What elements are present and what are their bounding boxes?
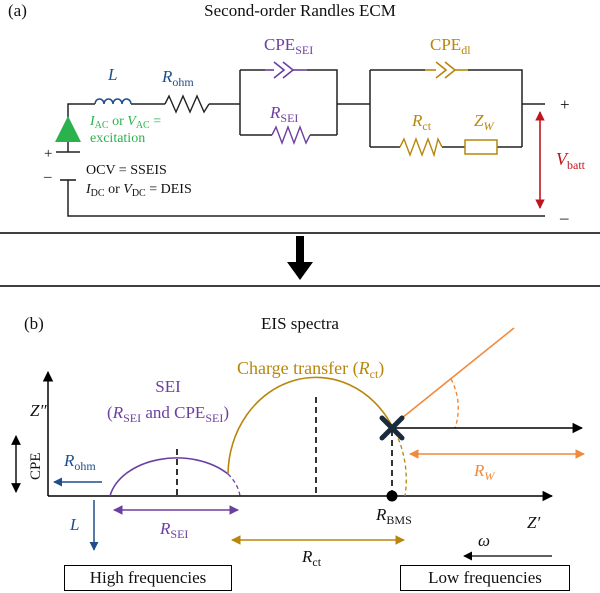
ct-semicircle-dashed bbox=[391, 425, 407, 497]
warburg-angle-arc bbox=[450, 378, 459, 429]
dc-text: IDC or VDC = DEIS bbox=[85, 182, 192, 199]
low-frequencies-box: Low frequencies bbox=[400, 565, 570, 591]
terminal-plus: + bbox=[560, 95, 570, 114]
r-ct-label: Rct bbox=[411, 111, 432, 133]
panel-a-title: Second-order Randles ECM bbox=[204, 1, 396, 20]
r-sei-plot-label: RSEI bbox=[159, 519, 188, 541]
omega-label: ω bbox=[478, 531, 490, 550]
panel-a-label: (a) bbox=[8, 1, 27, 20]
charge-transfer-label: Charge transfer (Rct) bbox=[237, 358, 384, 381]
inductor-label: L bbox=[107, 65, 117, 84]
r-sei-resistor bbox=[271, 125, 311, 145]
inductor-symbol bbox=[94, 98, 132, 105]
dc-source-icon bbox=[56, 151, 80, 181]
excitation-line2: excitation bbox=[90, 131, 145, 146]
cpe-dl-label: CPEdl bbox=[430, 35, 471, 57]
panel-b-title: EIS spectra bbox=[261, 314, 339, 333]
r-ohm-resistor bbox=[164, 94, 210, 114]
panel-b-label: (b) bbox=[24, 314, 44, 333]
warburg-line bbox=[391, 327, 515, 427]
r-w-plot-label: RW bbox=[473, 461, 495, 483]
excitation-line1: IAC or VAC = bbox=[89, 114, 161, 131]
warburg-element bbox=[464, 139, 498, 155]
z-real-label: Z′ bbox=[527, 513, 540, 532]
z-w-label: ZW bbox=[474, 111, 494, 133]
high-frequencies-box: High frequencies bbox=[64, 565, 232, 591]
v-batt-label: Vbatt bbox=[556, 149, 586, 172]
r-sei-label: RSEI bbox=[269, 103, 298, 125]
cpe-label: CPE bbox=[28, 452, 44, 480]
dc-plus-sign: + bbox=[44, 146, 52, 162]
z-imag-label: Z″ bbox=[30, 401, 47, 420]
l-plot-label: L bbox=[69, 515, 79, 534]
r-ct-resistor bbox=[399, 136, 443, 158]
down-arrow-icon bbox=[287, 236, 313, 280]
terminal-minus: – bbox=[559, 208, 569, 227]
ct-semicircle bbox=[227, 376, 393, 475]
ac-source-icon bbox=[55, 116, 81, 142]
r-ohm-label: Rohm bbox=[161, 67, 194, 89]
r-bms-label: RBMS bbox=[375, 505, 412, 527]
rbms-point bbox=[386, 490, 398, 502]
cpe-sei-label: CPESEI bbox=[264, 35, 313, 57]
sei-title: SEI bbox=[155, 377, 181, 396]
sei-semicircle-dashed bbox=[227, 473, 241, 497]
r-ohm-plot-label: Rohm bbox=[63, 451, 96, 473]
sei-subtitle: (RSEI and CPESEI) bbox=[107, 403, 229, 425]
dc-minus-sign: – bbox=[43, 169, 52, 185]
ocv-text: OCV = SSEIS bbox=[86, 163, 167, 178]
operating-point-marker bbox=[379, 415, 405, 441]
circuit-wires bbox=[67, 69, 545, 217]
cpe-sei-symbol bbox=[265, 61, 307, 79]
sei-semicircle bbox=[109, 457, 229, 497]
cpe-dl-symbol bbox=[425, 61, 468, 79]
r-ct-plot-label: Rct bbox=[301, 547, 322, 569]
